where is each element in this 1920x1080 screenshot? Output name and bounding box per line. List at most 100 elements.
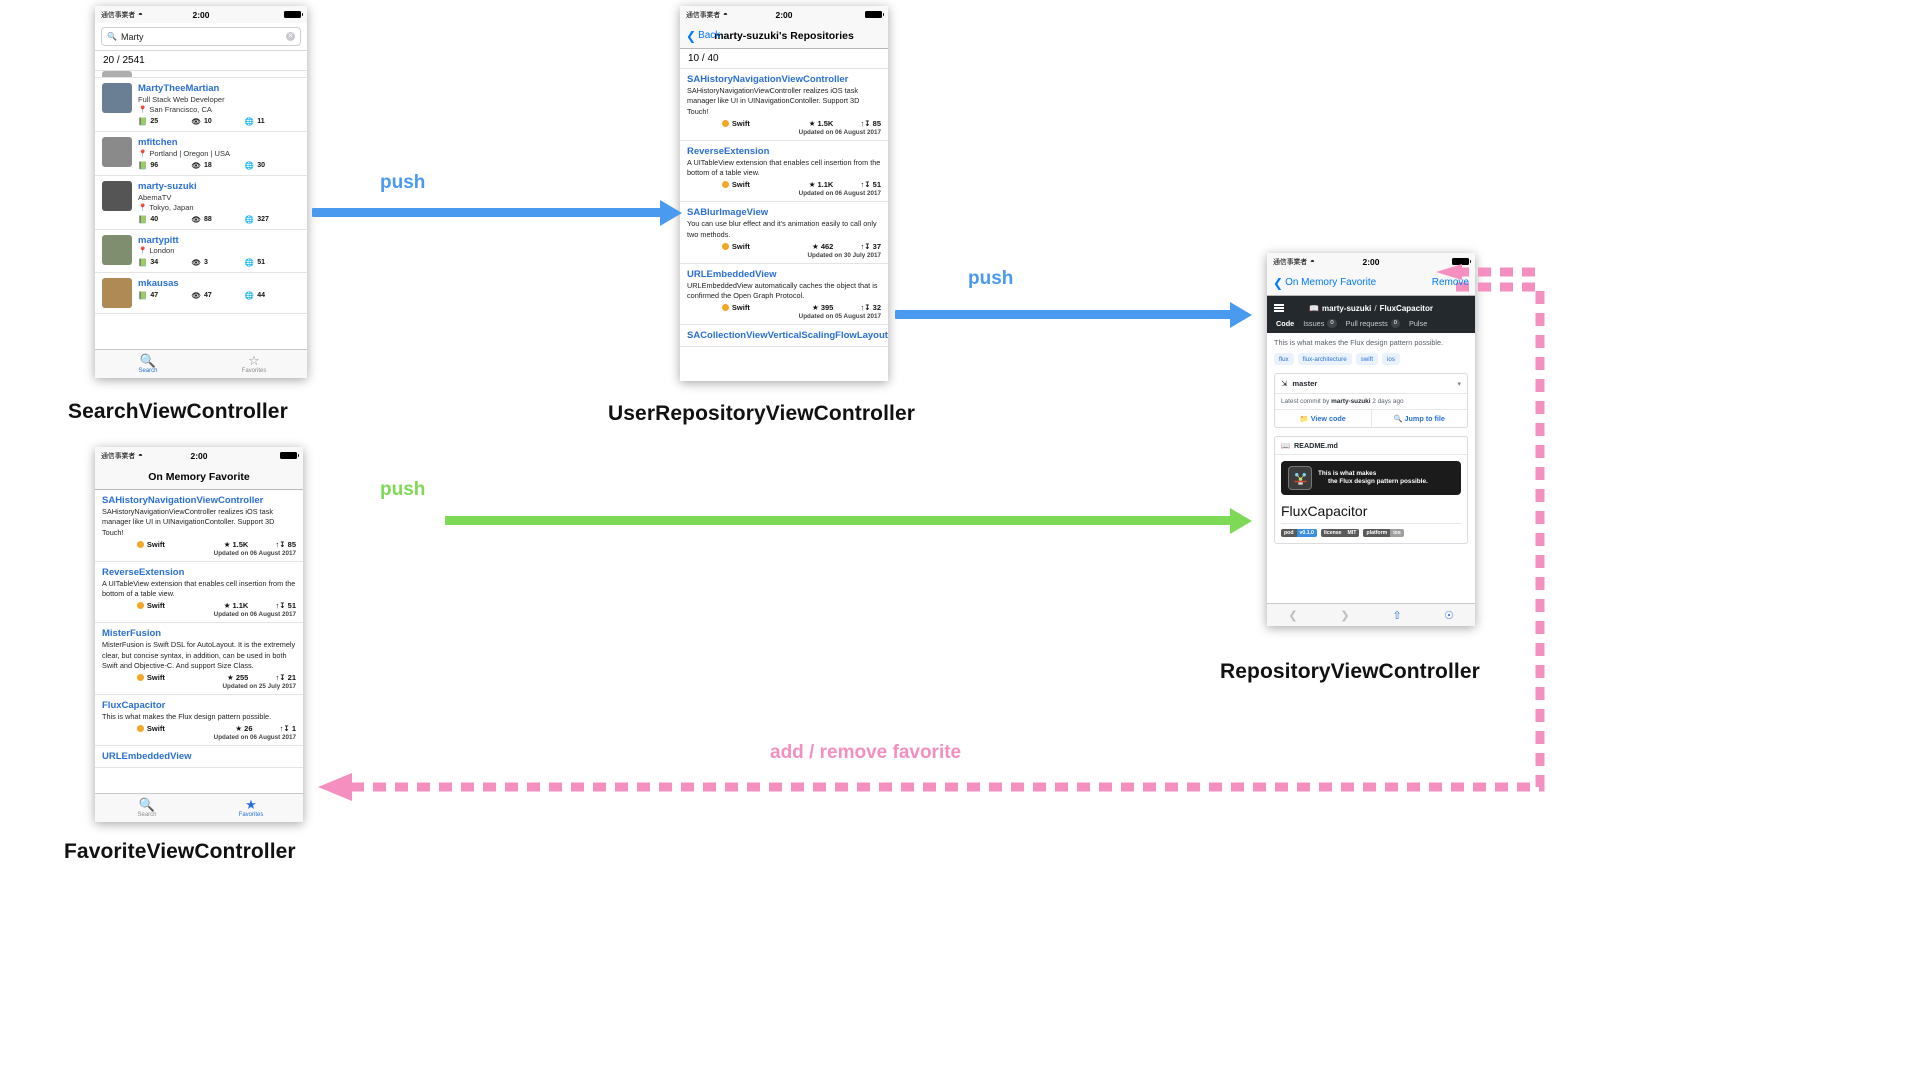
eye-icon: 👁 xyxy=(191,160,201,170)
star-icon: ★ xyxy=(808,180,816,190)
repo-topic-tag[interactable]: flux xyxy=(1274,353,1294,366)
tab-search[interactable]: 🔍Search xyxy=(95,350,201,378)
repository-description: URLEmbeddedView automatically caches the… xyxy=(687,281,878,301)
repository-description: A UITableView extension that enables cel… xyxy=(687,157,881,178)
github-tab-label: Pull requests xyxy=(1345,319,1388,328)
tab-bar[interactable]: 🔍Search☆Favorites xyxy=(95,349,307,378)
remove-favorite-button[interactable]: Remove xyxy=(1431,277,1469,288)
search-input-value: Marty xyxy=(120,31,144,42)
repository-meta: Swift★ 395↑↧ 32 xyxy=(687,303,881,312)
repo-topic-tag[interactable]: ios xyxy=(1382,353,1400,366)
back-button[interactable]: ❮ Back xyxy=(686,30,720,42)
user-bio: AbemaTV xyxy=(138,192,172,202)
readme-banner: This is what makes the Flux design patte… xyxy=(1281,461,1461,496)
search-bar[interactable]: 🔍 Marty ✕ xyxy=(95,23,307,51)
repository-name: ReverseExtension xyxy=(687,145,770,157)
user-follower-count: 👁3 xyxy=(191,258,208,268)
user-list-item[interactable]: martypitt📍London📗34👁3🌐51 xyxy=(95,230,307,274)
repository-list-item[interactable]: SACollectionViewVerticalScalingFlowLayou… xyxy=(680,325,888,347)
fork-icon: ↑↧ xyxy=(275,539,286,549)
user-repo-count: 📗96 xyxy=(138,160,159,170)
star-icon: ★ xyxy=(227,672,234,682)
repository-meta: Swift★ 1.5K↑↧ 85 xyxy=(687,119,881,128)
back-button[interactable]: ❮ On Memory Favorite xyxy=(1273,277,1376,289)
repository-updated: Updated on 05 August 2017 xyxy=(798,313,881,321)
repo-action-view-code[interactable]: 📁 View code xyxy=(1275,410,1371,427)
user-location: 📍London xyxy=(138,246,175,256)
latest-commit-row: Latest commit by marty-suzuki 2 days ago xyxy=(1275,393,1467,409)
readme-title: FluxCapacitor xyxy=(1281,503,1368,520)
clear-icon[interactable]: ✕ xyxy=(286,32,295,41)
carrier-label: 通信事業者 xyxy=(101,11,135,19)
user-gist-count: 🌐30 xyxy=(244,160,266,170)
repo-book-icon: 📗 xyxy=(138,214,148,224)
repository-meta: Swift★ 26↑↧ 1 xyxy=(102,724,296,733)
readme-divider xyxy=(1281,523,1461,524)
star-icon: ★ xyxy=(223,539,231,549)
readme-header: 📖 README.md xyxy=(1275,437,1467,456)
tab-bar[interactable]: 🔍Search★Favorites xyxy=(95,793,303,822)
user-location: 📍San Francisco, CA xyxy=(138,105,212,114)
user-list-item[interactable]: mkausas📗47👁47🌐44 xyxy=(95,273,307,315)
globe-icon: 🌐 xyxy=(244,258,255,268)
user-stats: 📗25👁10🌐11 xyxy=(138,117,300,126)
caption-user-repository-view-controller: UserRepositoryViewController xyxy=(608,402,915,425)
repo-breadcrumb: 📖 marty-suzuki / FluxCapacitor xyxy=(1274,304,1468,313)
user-name: martypitt xyxy=(138,234,179,246)
avatar xyxy=(102,136,132,167)
browser-toolbar[interactable]: ❮❯⇧☉ xyxy=(1267,603,1475,626)
badge-value: ios xyxy=(1390,528,1404,537)
battery-icon xyxy=(865,11,884,18)
badge-label: license xyxy=(1320,528,1345,537)
repository-list-item[interactable]: URLEmbeddedView xyxy=(95,746,303,768)
repository-description: A UITableView extension that enables cel… xyxy=(102,578,296,599)
repository-updated: Updated on 06 August 2017 xyxy=(798,190,881,198)
repository-stars: ★ 1.5K xyxy=(223,539,249,549)
user-list-item[interactable]: mfitchen📍Portland | Oregon | USA📗96👁18🌐3… xyxy=(95,132,307,176)
branch-selector[interactable]: ⇲ master ▾ xyxy=(1275,374,1467,393)
github-tab-code[interactable]: Code xyxy=(1276,319,1294,328)
repo-topic-tag[interactable]: flux-architecture xyxy=(1297,353,1352,366)
tab-search[interactable]: 🔍Search xyxy=(95,794,199,822)
badge-label: platform xyxy=(1363,528,1391,537)
repo-action-jump-to-file[interactable]: 🔍 Jump to file xyxy=(1370,410,1468,428)
repository-name: FluxCapacitor xyxy=(102,699,166,711)
fork-icon: ↑↧ xyxy=(860,241,871,251)
user-location: 📍Portland | Oregon | USA xyxy=(138,148,230,158)
user-follower-count: 👁10 xyxy=(191,116,212,126)
location-pin-icon: 📍 xyxy=(138,148,148,158)
share-icon[interactable]: ⇧ xyxy=(1392,609,1402,622)
tab-favorites[interactable]: ☆Favorites xyxy=(201,350,307,378)
avatar xyxy=(102,234,132,265)
repository-forks: ↑↧ 37 xyxy=(860,241,881,251)
github-tab-pulse[interactable]: Pulse xyxy=(1409,319,1427,328)
repository-name: URLEmbeddedView xyxy=(687,268,777,280)
tab-favorites[interactable]: ★Favorites xyxy=(199,794,303,822)
repo-separator: / xyxy=(1374,303,1377,313)
safari-compass-icon[interactable]: ☉ xyxy=(1444,609,1454,622)
repository-name: MisterFusion xyxy=(102,628,162,640)
search-input[interactable]: 🔍 Marty ✕ xyxy=(101,27,301,46)
repo-actions[interactable]: 📁 View code🔍 Jump to file xyxy=(1275,409,1468,428)
repo-topic-tag[interactable]: swift xyxy=(1355,353,1379,366)
repository-name: SAHistoryNavigationViewController xyxy=(687,74,849,85)
battery-icon xyxy=(280,452,299,459)
